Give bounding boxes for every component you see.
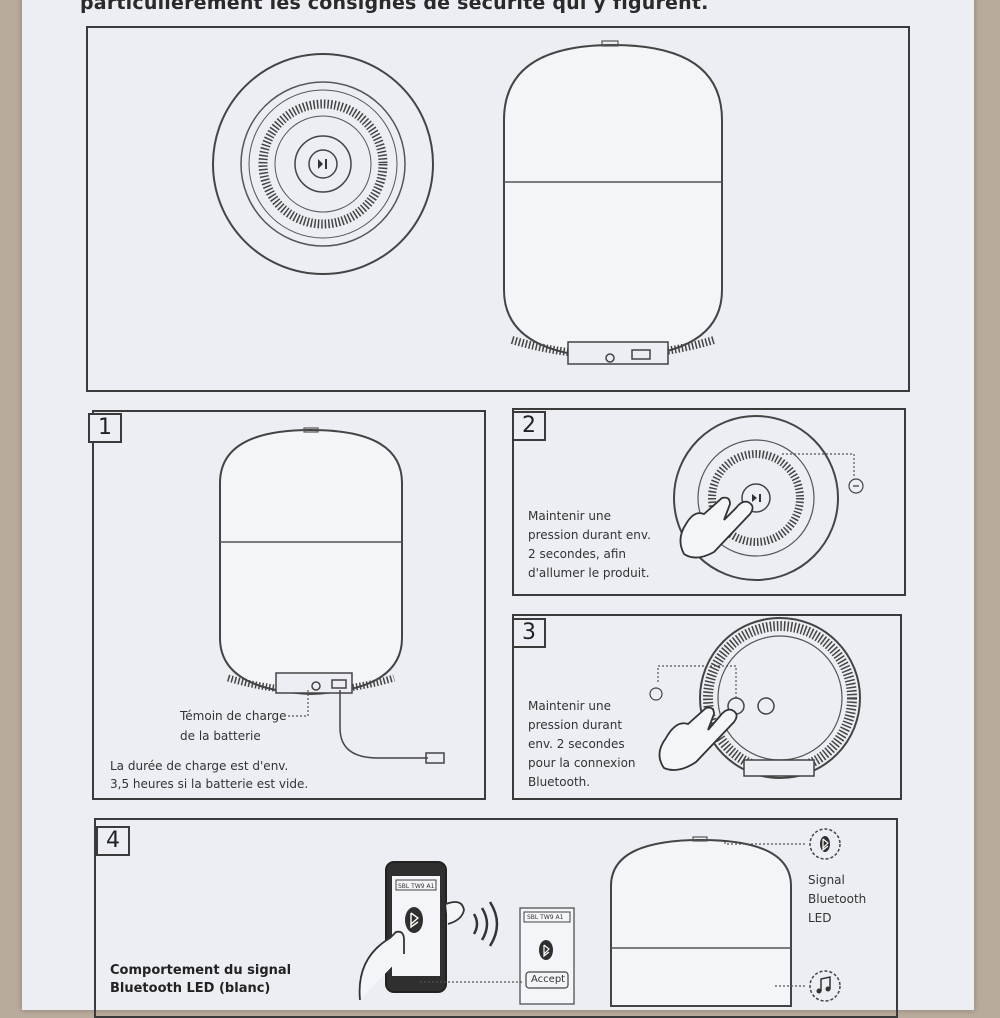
charge-time-line2: 3,5 heures si la batterie est vide. (110, 777, 309, 791)
speaker-top-view-illustration (212, 53, 434, 275)
step-2-number: 2 (512, 411, 546, 441)
speaker-charging-illustration (219, 427, 445, 764)
bluetooth-button-press-illustration (649, 617, 861, 779)
led-label-line3: LED (808, 911, 832, 925)
step-3-instruction-line2: pression durant (528, 718, 623, 732)
power-button-press-illustration (673, 415, 864, 581)
led-label-line2: Bluetooth (808, 892, 867, 906)
step-2-instruction-line4: d'allumer le produit. (528, 566, 650, 580)
battery-led-label-line2: de la batterie (180, 729, 261, 743)
battery-led-label-line1: Témoin de charge (180, 709, 287, 723)
step-1-panel (92, 410, 486, 800)
overview-panel (86, 26, 910, 392)
led-label-line1: Signal (808, 873, 845, 887)
step-4-number: 4 (96, 826, 130, 856)
step-2-instruction-line1: Maintenir une (528, 509, 612, 523)
step-3-instruction-line5: Bluetooth. (528, 775, 591, 789)
charge-time-line1: La durée de charge est d'env. (110, 759, 289, 773)
step-3-panel (512, 614, 902, 800)
step-3-instruction-line3: env. 2 secondes (528, 737, 625, 751)
behavior-heading-line2: Bluetooth LED (blanc) (110, 981, 271, 996)
behavior-heading-line1: Comportement du signal (110, 963, 292, 978)
phone-pairing-illustration (358, 861, 575, 1005)
step-2-instruction-line2: pression durant env. (528, 528, 651, 542)
step-3-instruction-line4: pour la connexion (528, 756, 636, 770)
phone-device-name: SBL TW9 A1 (398, 883, 435, 890)
step-3-instruction-line1: Maintenir une (528, 699, 612, 713)
step-2-panel (512, 408, 906, 596)
safety-instruction-text: particulièrement les consignes de sécuri… (80, 0, 709, 14)
step-1-number: 1 (88, 413, 122, 443)
accept-button[interactable]: Accept (531, 974, 566, 985)
popup-device-name: SBL TW9 A1 (527, 914, 564, 921)
step-3-number: 3 (512, 618, 546, 648)
speaker-led-illustration (610, 828, 841, 1007)
speaker-side-view-illustration (503, 40, 723, 365)
step-2-instruction-line3: 2 secondes, afin (528, 547, 627, 561)
